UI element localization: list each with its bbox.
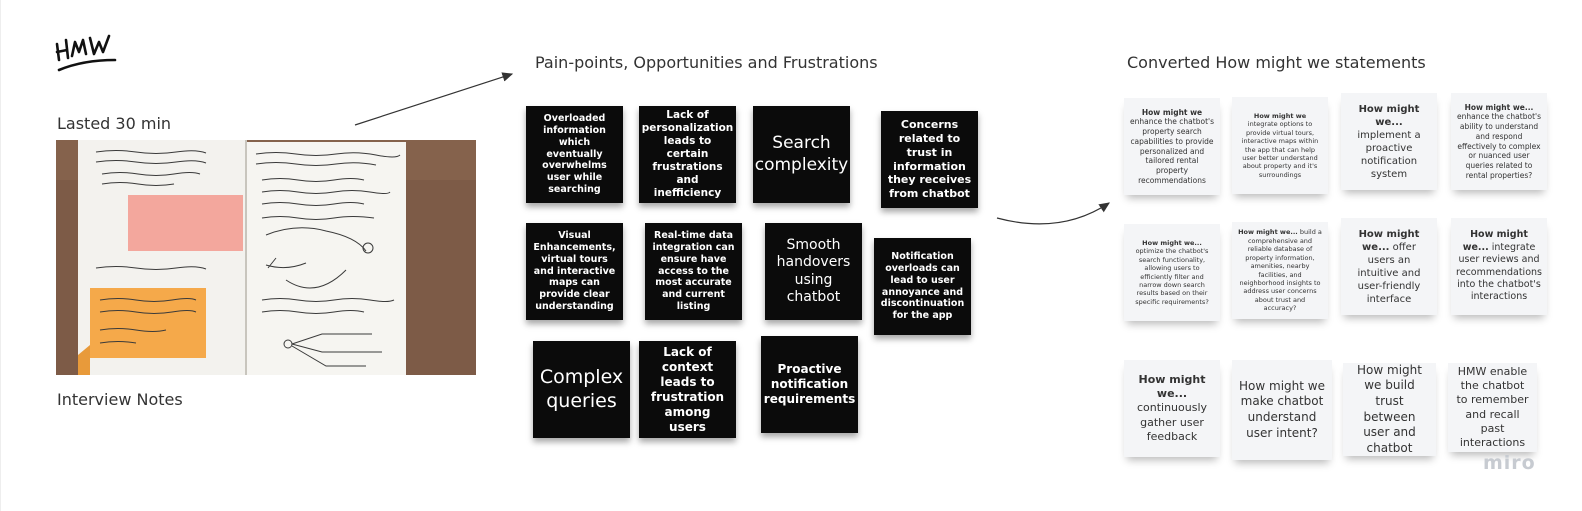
hmw-note[interactable]: How might we... integrate user reviews a…	[1451, 218, 1547, 315]
pain-note-notification-overloads[interactable]: Notification overloads can lead to user …	[874, 238, 971, 335]
pain-note-complex-queries[interactable]: Complex queries	[533, 341, 630, 438]
hmw-note-text: offer users an intuitive and user-friend…	[1357, 241, 1421, 305]
hmw-note-text: How might we make chatbot understand use…	[1239, 378, 1325, 440]
hmw-note[interactable]: How might we...continuously gather user …	[1124, 360, 1220, 457]
pain-note-visual-enhancements[interactable]: Visual Enhancements, virtual tours and i…	[526, 223, 623, 320]
pain-note-smooth-handovers[interactable]: Smooth handovers using chatbot	[765, 223, 862, 320]
pain-points-title: Pain-points, Opportunities and Frustrati…	[535, 53, 878, 72]
hmw-note-lead: How might we...	[1142, 238, 1202, 247]
pain-note-lack-of-context[interactable]: Lack of context leads to frustration amo…	[639, 341, 736, 438]
interview-notes-photo[interactable]	[56, 140, 476, 375]
hmw-note-lead: How might we...	[1358, 103, 1420, 128]
hmw-note[interactable]: How might we... build a comprehensive an…	[1232, 222, 1328, 319]
hmw-note[interactable]: HMW enable the chatbot to remember and r…	[1448, 363, 1537, 452]
hmw-section-title: Converted How might we statements	[1127, 53, 1426, 72]
hmw-note[interactable]: How might we... offer users an intuitive…	[1341, 218, 1437, 315]
hmw-note-lead: How might we...	[1462, 229, 1528, 253]
hmw-note-text: implement a proactive notification syste…	[1357, 129, 1421, 180]
hmw-note-lead: How might we	[1141, 107, 1203, 117]
hmw-note[interactable]: How might we integrate options to provid…	[1232, 97, 1328, 194]
hmw-note-text: integrate user reviews and recommendatio…	[1456, 241, 1542, 303]
hmw-note[interactable]: How might we build trust between user an…	[1343, 363, 1436, 456]
hmw-note[interactable]: How might we... implement a proactive no…	[1341, 93, 1437, 190]
hmw-note-lead: How might we...	[1238, 228, 1298, 237]
hmw-note-text: continuously gather user feedback	[1136, 401, 1208, 443]
duration-label: Lasted 30 min	[57, 114, 172, 133]
pain-note-trust-concerns[interactable]: Concerns related to trust in information…	[881, 111, 978, 208]
hmw-note-text: HMW enable the chatbot to remember and r…	[1456, 364, 1529, 450]
hmw-note-text: How might we build trust between user an…	[1357, 362, 1422, 455]
hmw-note-lead: How might we...	[1464, 102, 1534, 112]
hmw-note[interactable]: How might we... optimize the chatbot's s…	[1124, 224, 1220, 321]
pain-note-overloaded-information[interactable]: Overloaded information which eventually …	[526, 106, 623, 203]
pain-note-real-time-data[interactable]: Real-time data integration can ensure ha…	[645, 223, 742, 320]
hmw-note-text: enhance the chatbot's ability to underst…	[1457, 112, 1541, 180]
hmw-note-text: integrate options to provide virtual tou…	[1241, 120, 1319, 179]
hmw-note[interactable]: How might we...enhance the chatbot's abi…	[1451, 93, 1547, 190]
pain-note-proactive-notification[interactable]: Proactive notification requirements	[761, 336, 858, 433]
hmw-note-text: enhance the chatbot's property search ca…	[1130, 117, 1214, 185]
hmw-note-lead: How might we...	[1358, 228, 1420, 253]
hmw-note-text: build a comprehensive and reliable datab…	[1239, 228, 1322, 313]
hmw-handwritten-logo	[55, 34, 117, 72]
hmw-note-text: optimize the chatbot's search functional…	[1135, 247, 1209, 306]
pain-note-lack-of-personalization[interactable]: Lack of personalization leads to certain…	[639, 106, 736, 203]
pain-note-search-complexity[interactable]: Search complexity	[753, 106, 850, 203]
photo-caption: Interview Notes	[57, 390, 183, 409]
miro-watermark: miro	[1483, 452, 1536, 474]
hmw-note-lead: How might we	[1253, 111, 1307, 120]
hmw-note[interactable]: How might we make chatbot understand use…	[1232, 360, 1332, 460]
hmw-note-lead: How might we...	[1138, 372, 1206, 401]
